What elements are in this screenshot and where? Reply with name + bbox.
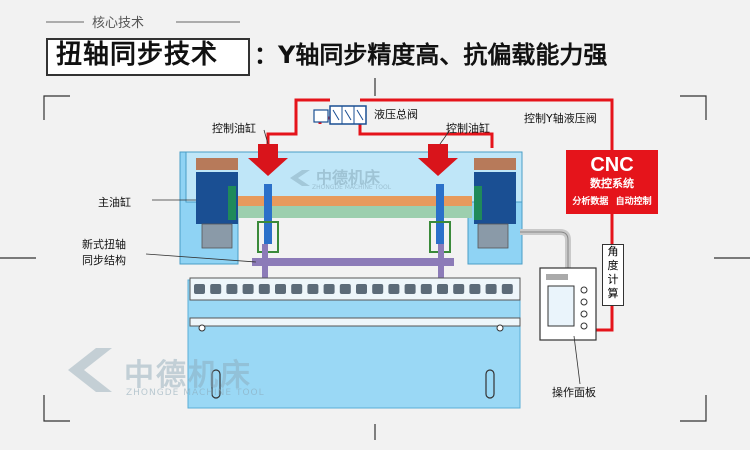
leader-lines <box>145 129 581 385</box>
ram-beam-top <box>236 196 472 206</box>
tool-clamp <box>420 284 432 294</box>
tool-clamp <box>372 284 384 294</box>
right-cylinder-cap <box>474 158 516 170</box>
page-title-strong: 扭轴同步技术 <box>56 40 219 70</box>
hydraulic-valve <box>313 105 367 125</box>
tool-clamp <box>323 284 335 294</box>
tool-clamps <box>194 284 513 294</box>
angle-calc-box: 角 度 计 算 <box>602 244 624 306</box>
panel-pipe <box>520 229 571 270</box>
label-control-cylinder-left: 控制油缸 <box>212 122 256 135</box>
left-cylinder-base <box>201 223 233 249</box>
watermark-logo <box>68 170 310 392</box>
tool-clamp <box>194 284 205 294</box>
beam-slot-left <box>211 369 221 399</box>
angle-calc-char: 度 <box>607 259 619 272</box>
label-y-axis-valve: 控制Y轴液压阀 <box>524 112 597 125</box>
tool-clamp <box>210 284 222 294</box>
torsion-arm-left <box>262 244 268 278</box>
left-cylinder-seal <box>228 186 236 220</box>
page-title-rest: ：Y轴同步精度高、抗偏载能力强 <box>254 41 608 69</box>
tool-clamp <box>404 284 416 294</box>
angle-calc-char: 计 <box>607 273 619 286</box>
tool-clamp <box>437 284 448 294</box>
label-operation-panel: 操作面板 <box>552 386 596 399</box>
cnc-item-analyze: 分析数据 <box>572 197 609 207</box>
right-control-rod <box>436 184 444 244</box>
right-cylinder-base <box>477 223 509 249</box>
cnc-items: 分析数据 自动控制 <box>566 195 658 209</box>
label-hydraulic-valve: 液压总阀 <box>374 108 418 121</box>
tool-clamp <box>275 284 286 294</box>
tool-clamp <box>291 284 303 294</box>
die-pin-right <box>496 324 504 332</box>
tool-clamp <box>307 284 319 294</box>
tool-clamp <box>485 284 497 294</box>
tool-clamp-rail <box>189 277 521 301</box>
tool-clamp <box>388 284 400 294</box>
watermark-brand-cn: 中德机床 <box>124 358 252 393</box>
label-main-cylinder: 主油缸 <box>98 196 131 209</box>
watermark-brand-cn-small: 中德机床 <box>316 168 381 187</box>
torsion-shaft <box>252 258 454 266</box>
label-torsion-sync-line1: 新式扭轴 <box>82 238 126 251</box>
beam-slot-right <box>485 369 495 399</box>
title-box <box>46 38 250 76</box>
tool-clamp <box>339 284 351 294</box>
cnc-box: CNC 数控系统 分析数据 自动控制 <box>566 150 658 214</box>
left-press-arrow <box>248 144 288 176</box>
torsion-arm-right <box>438 244 444 278</box>
watermark-brand-en: ZHONGDE MACHINE TOOL <box>126 388 265 398</box>
tool-clamp <box>469 284 481 294</box>
cnc-item-auto: 自动控制 <box>615 197 652 207</box>
operation-panel-device <box>539 267 597 341</box>
label-control-cylinder-right: 控制油缸 <box>446 122 490 135</box>
frame-brackets <box>0 78 750 440</box>
panel-pipe-edge <box>520 231 569 270</box>
cnc-title: CNC <box>590 154 634 176</box>
ram-beam-bottom <box>236 206 472 218</box>
bottom-die-rail <box>189 317 521 327</box>
die-pin-left <box>198 324 206 332</box>
tool-clamp <box>501 284 513 294</box>
cnc-subtitle: 数控系统 <box>590 177 634 190</box>
angle-calc-char: 角 <box>607 245 619 258</box>
tool-clamp <box>242 284 254 294</box>
right-press-arrow <box>418 144 458 176</box>
section-tag: 核心技术 <box>84 12 153 31</box>
left-cylinder-cap <box>196 158 238 170</box>
left-control-rod <box>264 184 272 244</box>
tool-clamp <box>453 284 465 294</box>
right-cylinder-seal <box>474 186 482 220</box>
upper-beam <box>185 151 523 203</box>
tool-clamp <box>226 284 238 294</box>
label-torsion-sync-line2: 同步结构 <box>82 254 126 267</box>
tool-clamp <box>258 284 270 294</box>
tool-clamp <box>356 284 367 294</box>
angle-calc-char: 算 <box>607 287 619 300</box>
watermark-brand-en-small: ZHONGDE MACHINE TOOL <box>312 184 392 191</box>
